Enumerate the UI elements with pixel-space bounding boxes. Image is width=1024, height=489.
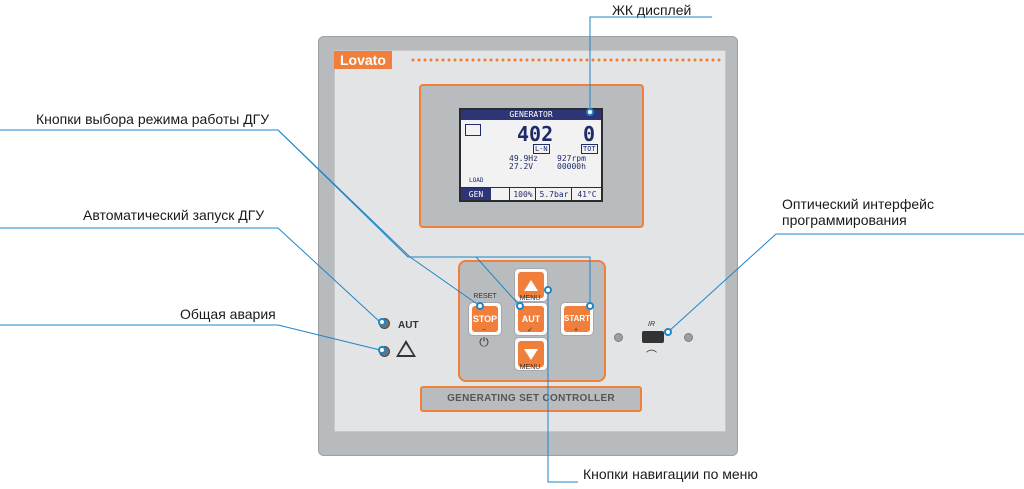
line-lcd [589,16,712,112]
stop-button[interactable]: STOP [468,302,502,336]
decorative-dots [410,58,722,62]
label-mode-buttons: Кнопки выбора режима работы ДГУ [36,111,270,127]
lcd-kva: 402 [517,122,554,146]
start-plus-label: + [573,327,579,334]
label-optical-interface: Оптический интерфейс программирования [782,196,934,228]
brand-logo: Lovato [334,51,392,69]
wireless-icon: ⌒ [646,350,657,362]
dot-start [586,302,594,310]
dot-menu [544,286,552,294]
lcd-footer: GEN 100% 5.7bar 41°C [461,187,601,200]
dot-alarm-led [378,346,386,354]
line-mode-2 [277,129,481,307]
lcd-freq: 49.9Hz [509,154,538,163]
screw-left [614,333,623,342]
arrow-up-icon [524,280,538,291]
down-menu-label: MENU [519,364,541,371]
lcd-footer-gen: GEN [461,188,491,200]
line-optical [667,233,1024,333]
ir-port[interactable] [642,331,664,343]
label-lcd-display: ЖК дисплей [612,2,692,18]
start-button-label: START [564,306,590,332]
line-auto [0,227,381,323]
dot-lcd [586,108,594,116]
lcd-footer-pressure: 5.7bar [535,188,572,200]
ir-label: IR [648,321,655,328]
lcd-load: LOAD [469,177,484,184]
dot-aut [516,302,524,310]
lcd-footer-fuel: 100% [509,188,536,200]
line-menu [547,290,578,483]
up-menu-label: MENU [519,295,541,302]
dot-auto-led [378,318,386,326]
power-icon: ⏻ [479,335,489,349]
up-button[interactable] [514,268,548,302]
up-button-face [518,272,544,298]
stop-button-label: STOP [472,306,498,332]
down-button[interactable] [514,337,548,371]
down-button-face [518,341,544,367]
line-mode [0,129,591,306]
dot-stop [476,302,484,310]
lcd-rpm: 927rpm [557,154,586,163]
lcd-volt: 27.2V [509,162,534,171]
dot-ir [664,328,672,336]
lcd-kva-unit: L-N [533,144,550,154]
aut-button-label: AUT [518,306,544,332]
lcd-footer-temp: 41°C [571,188,601,200]
warning-icon-inner [399,344,413,355]
lcd-header: GENERATOR [461,110,601,120]
stop-minus-label: − [481,327,487,334]
panel-title: GENERATING SET CONTROLLER [420,386,642,412]
aut-check-label: ✓ [527,327,533,334]
line-auto-2 [410,256,521,307]
aut-button[interactable]: AUT [514,302,548,336]
stop-reset-label: RESET [473,293,497,300]
label-menu-nav: Кнопки навигации по меню [583,466,758,482]
lcd-hours: 00000h [557,162,586,171]
label-auto-start: Автоматический запуск ДГУ [83,207,265,223]
aut-led-label: AUT [398,320,419,331]
screw-right [684,333,693,342]
arrow-down-icon [524,349,538,360]
generator-icon [465,124,481,136]
lcd-screen: GENERATOR 402 0 L-N TOT 49.9Hz 27.2V 927… [459,108,603,202]
lcd-tot-unit: TOT [581,144,598,154]
label-general-alarm: Общая авария [180,306,276,322]
start-button[interactable]: START [560,302,594,336]
line-alarm [0,324,381,351]
lcd-tot: 0 [583,122,596,146]
